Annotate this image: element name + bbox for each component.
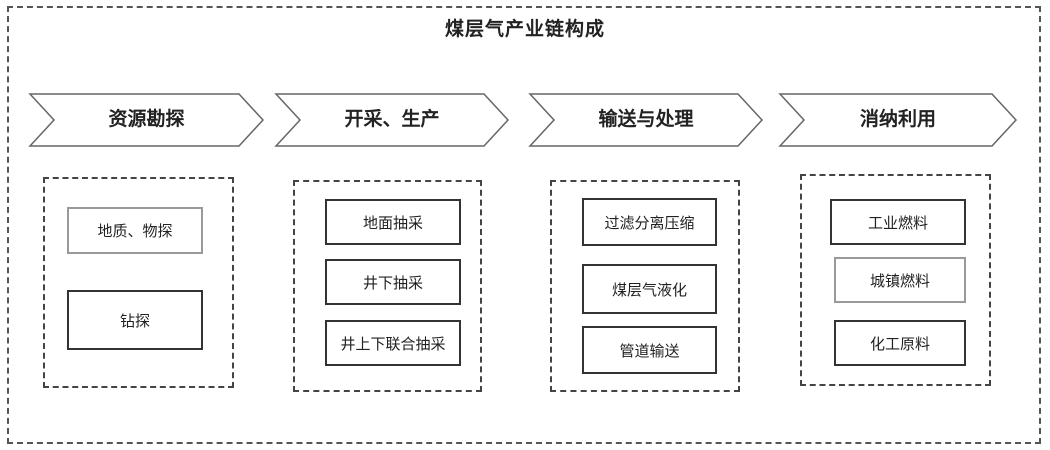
stage-chevron-4 [778, 93, 1018, 147]
stage-chevron-2 [274, 93, 510, 147]
item-drilling: 钻探 [67, 290, 203, 350]
item-combined-extraction: 井上下联合抽采 [325, 320, 461, 366]
group-exploration [43, 177, 234, 388]
item-surface-extraction: 地面抽采 [325, 199, 461, 245]
diagram-frame [7, 6, 1041, 444]
item-industrial-fuel: 工业燃料 [830, 199, 966, 245]
item-urban-fuel: 城镇燃料 [834, 257, 966, 303]
item-underground-extraction: 井下抽采 [325, 259, 461, 305]
stage-label-exploration: 资源勘探 [108, 108, 185, 130]
stage-label-transport: 输送与处理 [598, 108, 694, 130]
item-filtering-compression: 过滤分离压缩 [582, 198, 717, 246]
diagram-title: 煤层气产业链构成 [444, 18, 605, 40]
stage-chevron-1 [28, 93, 265, 147]
group-production [293, 180, 482, 392]
item-pipeline-transport: 管道输送 [582, 326, 717, 374]
stage-chevron-3 [528, 93, 764, 147]
stage-label-production: 开采、生产 [344, 108, 440, 130]
item-liquefaction: 煤层气液化 [582, 264, 717, 314]
group-utilization [800, 174, 991, 386]
stage-label-utilization: 消纳利用 [859, 108, 936, 130]
item-geology-geophysics: 地质、物探 [67, 207, 203, 254]
item-chemical-feedstock: 化工原料 [834, 320, 966, 366]
group-transport [550, 180, 740, 392]
